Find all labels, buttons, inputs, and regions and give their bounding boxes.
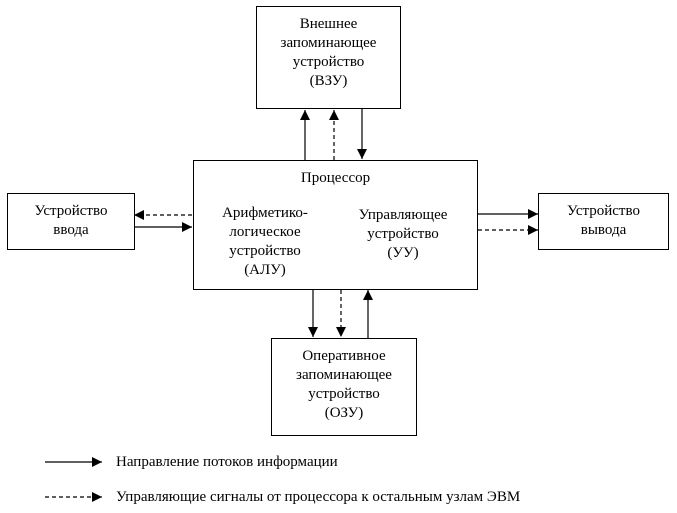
input-device-label: Устройство ввода xyxy=(34,203,108,238)
ozu-label: Оперативное запоминающее устройство (ОЗУ… xyxy=(296,348,392,421)
vzu-label: Внешнее запоминающее устройство (ВЗУ) xyxy=(280,16,377,89)
output-device-label: Устройство вывода xyxy=(567,203,640,238)
processor-title: Процессор xyxy=(300,170,371,186)
output-device-block: Устройство вывода xyxy=(538,193,669,250)
legend-solid-label: Направление потоков информации xyxy=(116,454,338,470)
ozu-block: Оперативное запоминающее устройство (ОЗУ… xyxy=(271,338,417,436)
alu-label: Арифметико- логическое устройство (АЛУ) xyxy=(222,205,308,278)
uu-label: Управляющее устройство (УУ) xyxy=(358,207,448,261)
processor-block: Процессор Арифметико- логическое устройс… xyxy=(193,160,478,290)
vzu-block: Внешнее запоминающее устройство (ВЗУ) xyxy=(256,6,401,109)
input-device-block: Устройство ввода xyxy=(7,193,135,250)
legend-dashed-label: Управляющие сигналы от процессора к оста… xyxy=(116,489,521,505)
